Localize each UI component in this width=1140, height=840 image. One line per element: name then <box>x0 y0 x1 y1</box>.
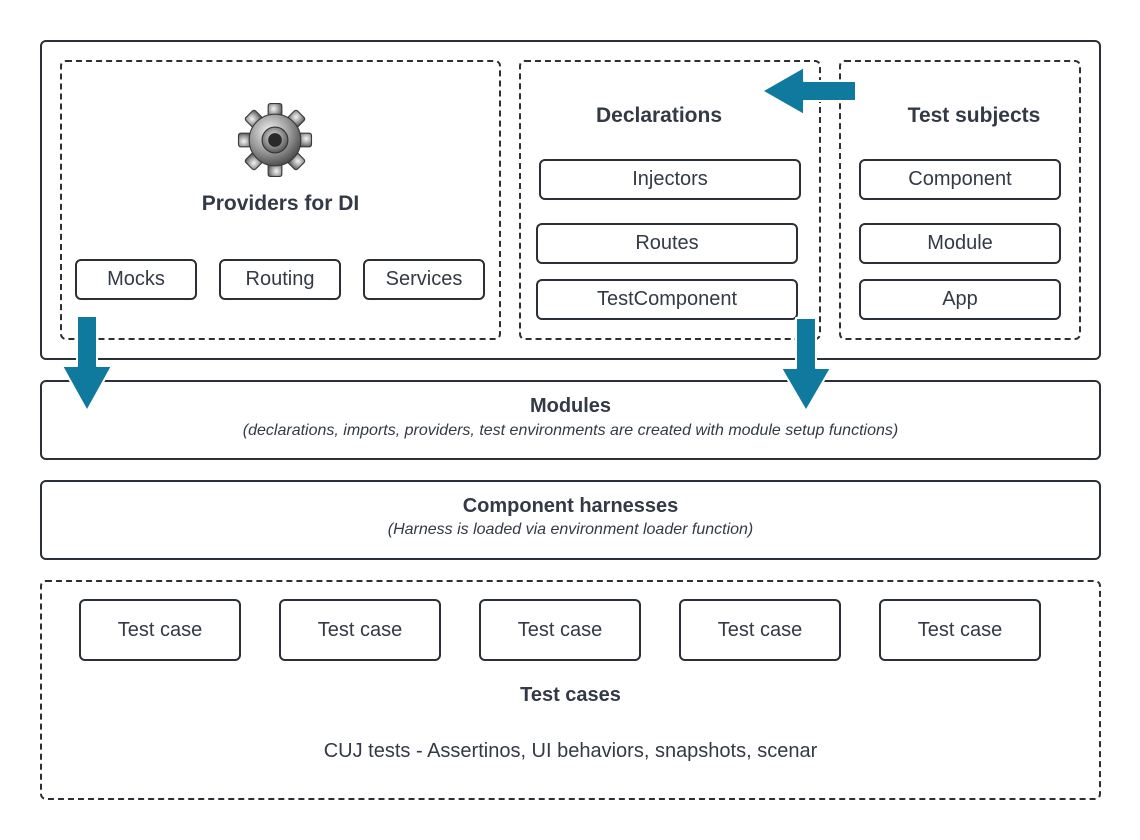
testcomponent-box: TestComponent <box>536 279 798 320</box>
modules-panel <box>40 380 1101 460</box>
test-case-box: Test case <box>279 599 441 661</box>
declarations-title: Declarations <box>595 104 723 127</box>
injectors-box: Injectors <box>539 159 801 200</box>
mocks-box: Mocks <box>75 259 197 300</box>
routes-box: Routes <box>536 223 798 264</box>
test-subjects-title: Test subjects <box>907 104 1041 127</box>
test-case-box: Test case <box>79 599 241 661</box>
harnesses-panel <box>40 480 1101 560</box>
providers-title: Providers for DI <box>201 192 360 215</box>
test-cases-title: Test cases <box>520 684 621 706</box>
services-box: Services <box>363 259 485 300</box>
test-cases-group <box>40 580 1101 800</box>
gear-icon <box>237 102 313 178</box>
test-subjects-group <box>839 60 1081 340</box>
arrow-down-icon <box>780 317 832 412</box>
module-box: Module <box>859 223 1061 264</box>
providers-group <box>60 60 501 340</box>
modules-title: Modules <box>529 395 612 417</box>
component-box: Component <box>859 159 1061 200</box>
arrow-left-icon <box>761 66 857 116</box>
declarations-group <box>519 60 821 340</box>
harnesses-subtitle: (Harness is loaded via environment loade… <box>387 521 754 538</box>
test-case-box: Test case <box>679 599 841 661</box>
test-case-box: Test case <box>879 599 1041 661</box>
modules-subtitle: (declarations, imports, providers, test … <box>242 422 899 439</box>
test-cases-description: CUJ tests - Assertinos, UI behaviors, sn… <box>323 740 818 762</box>
app-box: App <box>859 279 1061 320</box>
harnesses-title: Component harnesses <box>462 495 679 517</box>
routing-box: Routing <box>219 259 341 300</box>
test-case-box: Test case <box>479 599 641 661</box>
arrow-down-icon <box>61 315 113 412</box>
